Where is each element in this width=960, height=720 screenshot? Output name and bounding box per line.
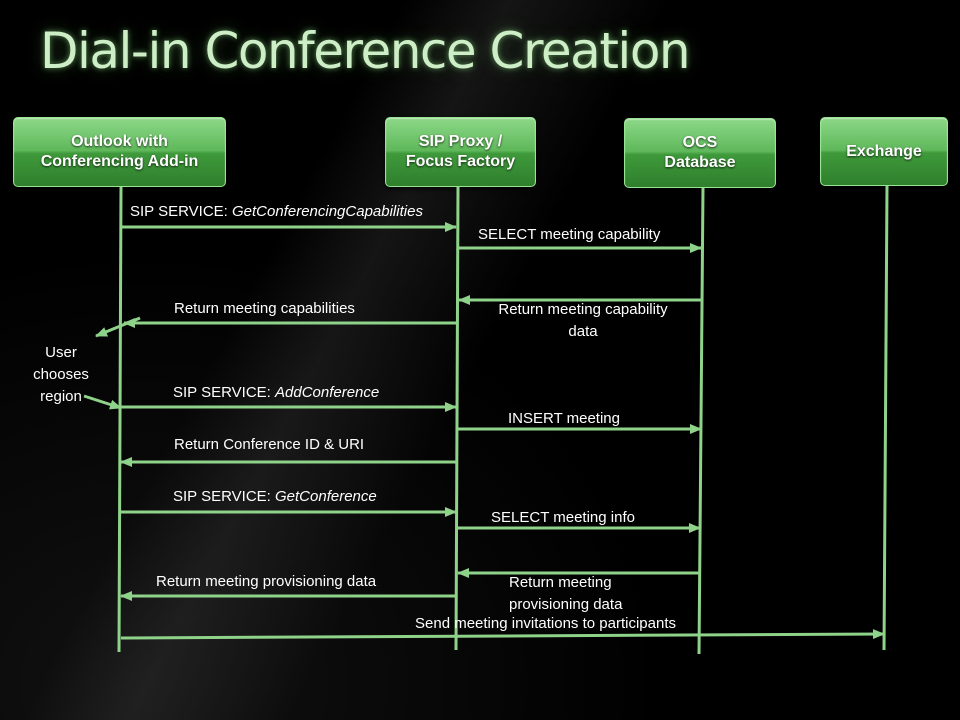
message-label-7-text: Return Conference ID & URI (174, 436, 365, 453)
message-label-11: Return meeting provisioning data (156, 571, 376, 593)
message-label-9: SELECT meeting info (491, 507, 635, 529)
actor-exchange: Exchange (820, 117, 948, 186)
message-label-10: Return meeting provisioning data (509, 550, 622, 616)
message-label-8-method: GetConference (275, 488, 377, 505)
actor-exchange-label: Exchange (846, 142, 922, 160)
message-label-9-text: SELECT meeting info (491, 509, 635, 526)
slide-title: Dial-in Conference Creation (40, 22, 691, 80)
message-label-5: SIP SERVICE: AddConference (173, 382, 379, 404)
actor-ocs-database: OCS Database (624, 118, 776, 188)
lifeline-ocs-database (697, 187, 705, 655)
lifeline-sip-proxy (454, 186, 460, 651)
message-label-4-text: Return meeting capabilities (174, 300, 355, 317)
actor-sip-proxy: SIP Proxy / Focus Factory (385, 117, 536, 187)
message-label-1-prefix: SIP SERVICE: (130, 203, 232, 220)
message-arrow-12 (120, 629, 885, 640)
message-label-6: INSERT meeting (508, 408, 620, 430)
message-label-2-text: SELECT meeting capability (478, 226, 661, 243)
actor-ocs-database-label: OCS Database (664, 134, 736, 171)
actor-outlook: Outlook with Conferencing Add-in (13, 117, 226, 187)
message-label-12-text: Send meeting invitations to participants (415, 615, 676, 632)
message-label-1-method: GetConferencingCapabilities (232, 203, 423, 220)
lifeline-outlook (117, 186, 123, 653)
message-label-6-text: INSERT meeting (508, 410, 620, 427)
message-label-5-prefix: SIP SERVICE: (173, 384, 275, 401)
note-pointer-top (95, 316, 141, 338)
message-label-5-method: AddConference (275, 384, 380, 401)
note-pointer-bottom (83, 394, 122, 410)
message-label-3-text: Return meeting capability data (498, 301, 668, 340)
message-label-3: Return meeting capability data (470, 277, 696, 343)
message-label-10-text: Return meeting provisioning data (509, 574, 623, 613)
actor-sip-proxy-label: SIP Proxy / Focus Factory (405, 133, 516, 170)
message-label-8-prefix: SIP SERVICE: (173, 488, 275, 505)
message-label-7: Return Conference ID & URI (174, 434, 364, 456)
message-label-2: SELECT meeting capability (478, 224, 660, 246)
message-label-4: Return meeting capabilities (174, 298, 355, 320)
note-label: User chooses region (33, 344, 89, 405)
note-user-chooses-region: User chooses region (20, 320, 102, 408)
message-label-12: Send meeting invitations to participants (415, 613, 676, 635)
message-label-11-text: Return meeting provisioning data (156, 573, 377, 590)
message-label-8: SIP SERVICE: GetConference (173, 486, 377, 508)
actor-outlook-label: Outlook with Conferencing Add-in (40, 133, 199, 170)
lifeline-exchange (882, 185, 889, 651)
message-label-1: SIP SERVICE: GetConferencingCapabilities (130, 201, 423, 223)
